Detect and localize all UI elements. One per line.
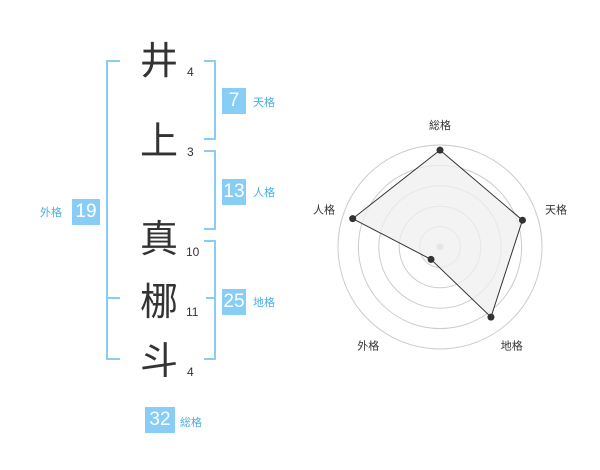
jinkaku-bracket	[204, 150, 216, 230]
name-char-4: 梛	[140, 280, 179, 324]
radar-ring-5	[337, 144, 543, 350]
tenkaku-value: 7	[222, 88, 246, 114]
tenkaku-bracket	[204, 60, 216, 140]
chikaku-value: 25	[222, 289, 246, 315]
soukaku-value: 32	[145, 407, 175, 433]
stroke-count-3: 10	[186, 245, 200, 259]
radar-axis-label-1: 総格	[429, 118, 451, 132]
radar-axis-label-2: 天格	[545, 202, 567, 216]
jinkaku-value: 13	[222, 179, 246, 205]
radar-point-4	[427, 255, 435, 263]
gaikaku-label: 外格	[40, 206, 62, 219]
gaikaku-bracket	[106, 60, 120, 360]
radar-axis-label-5: 人格	[313, 202, 335, 216]
gaikaku-value: 19	[72, 199, 100, 225]
chikaku-bracket-tick	[206, 297, 216, 299]
stroke-count-4: 11	[186, 305, 199, 319]
name-char-3: 真	[140, 217, 179, 261]
name-char-1: 井	[140, 39, 179, 83]
radar-axis-label-3: 地格	[501, 339, 523, 353]
radar-axis-label-4: 外格	[357, 339, 379, 353]
radar-point-2	[518, 216, 526, 224]
radar-point-3	[487, 313, 495, 321]
radar-point-1	[436, 146, 444, 154]
radar-point-5	[349, 215, 357, 223]
tenkaku-label: 天格	[253, 96, 275, 109]
name-char-2: 上	[140, 119, 179, 163]
stroke-count-1: 4	[187, 65, 194, 79]
gaikaku-bracket-tick	[106, 297, 120, 299]
jinkaku-label: 人格	[253, 186, 275, 199]
chikaku-bracket	[204, 240, 216, 360]
radar-area	[351, 149, 524, 319]
stroke-count-2: 3	[187, 145, 194, 159]
soukaku-label: 総格	[180, 416, 202, 429]
name-char-5: 斗	[140, 339, 179, 383]
chikaku-label: 地格	[253, 296, 275, 309]
stroke-count-5: 4	[187, 365, 194, 379]
